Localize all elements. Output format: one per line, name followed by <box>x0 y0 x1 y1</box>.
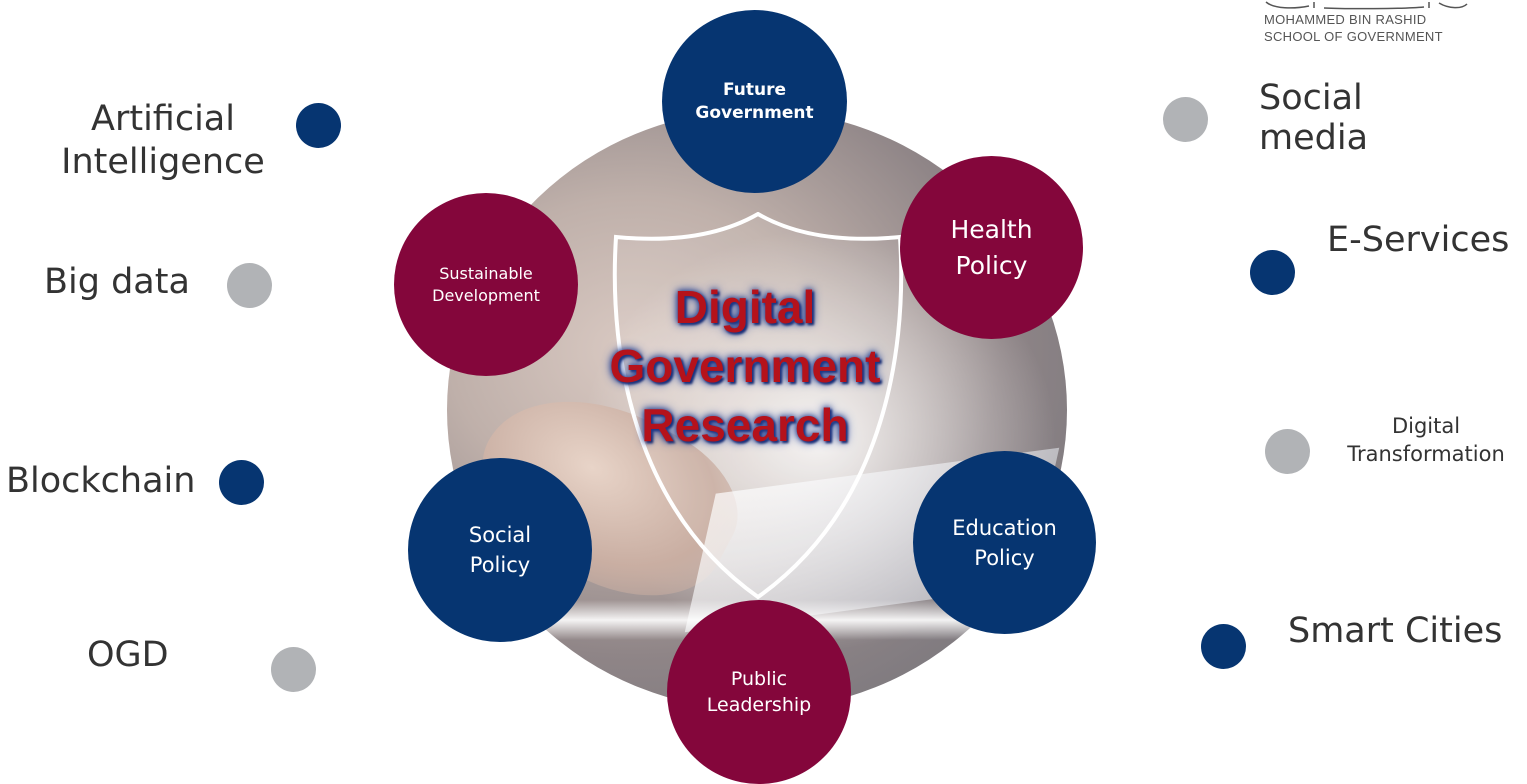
focus-social-policy: Social Policy <box>408 458 592 642</box>
topic-blockchain-label: Blockchain <box>6 461 196 501</box>
topic-ogd: OGD <box>87 634 169 676</box>
focus-sustainable-development-line-1: Sustainable <box>439 263 533 283</box>
topic-social-media-line-1: Social <box>1259 78 1363 118</box>
topic-big-data-label: Big data <box>44 262 190 302</box>
topic-social-media-line-2: media <box>1259 118 1369 158</box>
topic-artificial-intelligence-line-2: Intelligence <box>61 142 265 182</box>
topic-e-services: E-Services <box>1327 219 1509 261</box>
focus-education-policy: Education Policy <box>913 451 1096 634</box>
topic-dot-artificial-intelligence <box>296 103 341 148</box>
topic-social-media: Social media <box>1259 78 1368 158</box>
school-logo: MOHAMMED BIN RASHID SCHOOL OF GOVERNMENT <box>1264 0 1469 45</box>
topic-dot-digital-transformation <box>1265 429 1310 474</box>
focus-education-policy-line-2: Policy <box>974 545 1035 570</box>
topic-e-services-label: E-Services <box>1327 220 1510 260</box>
topic-artificial-intelligence: Artificial Intelligence <box>58 98 268 184</box>
focus-health-policy: Health Policy <box>900 156 1083 339</box>
topic-dot-social-media <box>1163 97 1208 142</box>
center-title-line-3: Research <box>641 399 849 451</box>
topic-dot-ogd <box>271 647 316 692</box>
topic-smart-cities-label: Smart Cities <box>1288 611 1503 651</box>
shield-icon <box>612 212 904 600</box>
topic-dot-smart-cities <box>1201 624 1246 669</box>
focus-education-policy-line-1: Education <box>952 515 1057 540</box>
focus-future-government-line-2: Government <box>695 102 814 123</box>
topic-big-data: Big data <box>44 261 190 303</box>
topic-dot-big-data <box>227 263 272 308</box>
focus-health-policy-line-1: Health <box>950 214 1033 244</box>
logo-line-1: MOHAMMED BIN RASHID <box>1264 12 1427 27</box>
focus-public-leadership: Public Leadership <box>667 600 851 784</box>
topic-digital-transformation-line-1: Digital <box>1391 414 1461 438</box>
center-title-line-2: Government <box>609 340 881 392</box>
topic-digital-transformation: Digital Transformation <box>1336 412 1516 468</box>
logo-line-2: SCHOOL OF GOVERNMENT <box>1264 29 1443 44</box>
topic-dot-blockchain <box>219 460 264 505</box>
center-title: Digital Government Research <box>590 278 900 455</box>
focus-future-government: Future Government <box>662 10 847 193</box>
topic-ogd-label: OGD <box>87 635 169 675</box>
focus-social-policy-line-1: Social <box>468 523 532 547</box>
focus-sustainable-development-line-2: Development <box>432 285 540 305</box>
topic-blockchain: Blockchain <box>6 460 195 502</box>
arabic-logotype <box>1264 0 1469 10</box>
topic-smart-cities: Smart Cities <box>1288 610 1502 652</box>
focus-health-policy-line-2: Policy <box>955 250 1028 280</box>
focus-sustainable-development: Sustainable Development <box>394 193 578 376</box>
topic-dot-e-services <box>1250 250 1295 295</box>
focus-social-policy-line-2: Policy <box>469 553 531 577</box>
focus-public-leadership-line-2: Leadership <box>706 694 812 716</box>
center-title-line-1: Digital <box>674 281 816 333</box>
topic-digital-transformation-line-2: Transformation <box>1347 442 1505 466</box>
focus-future-government-line-1: Future <box>722 79 786 100</box>
focus-public-leadership-line-1: Public <box>730 668 788 690</box>
topic-artificial-intelligence-line-1: Artificial <box>91 99 235 139</box>
